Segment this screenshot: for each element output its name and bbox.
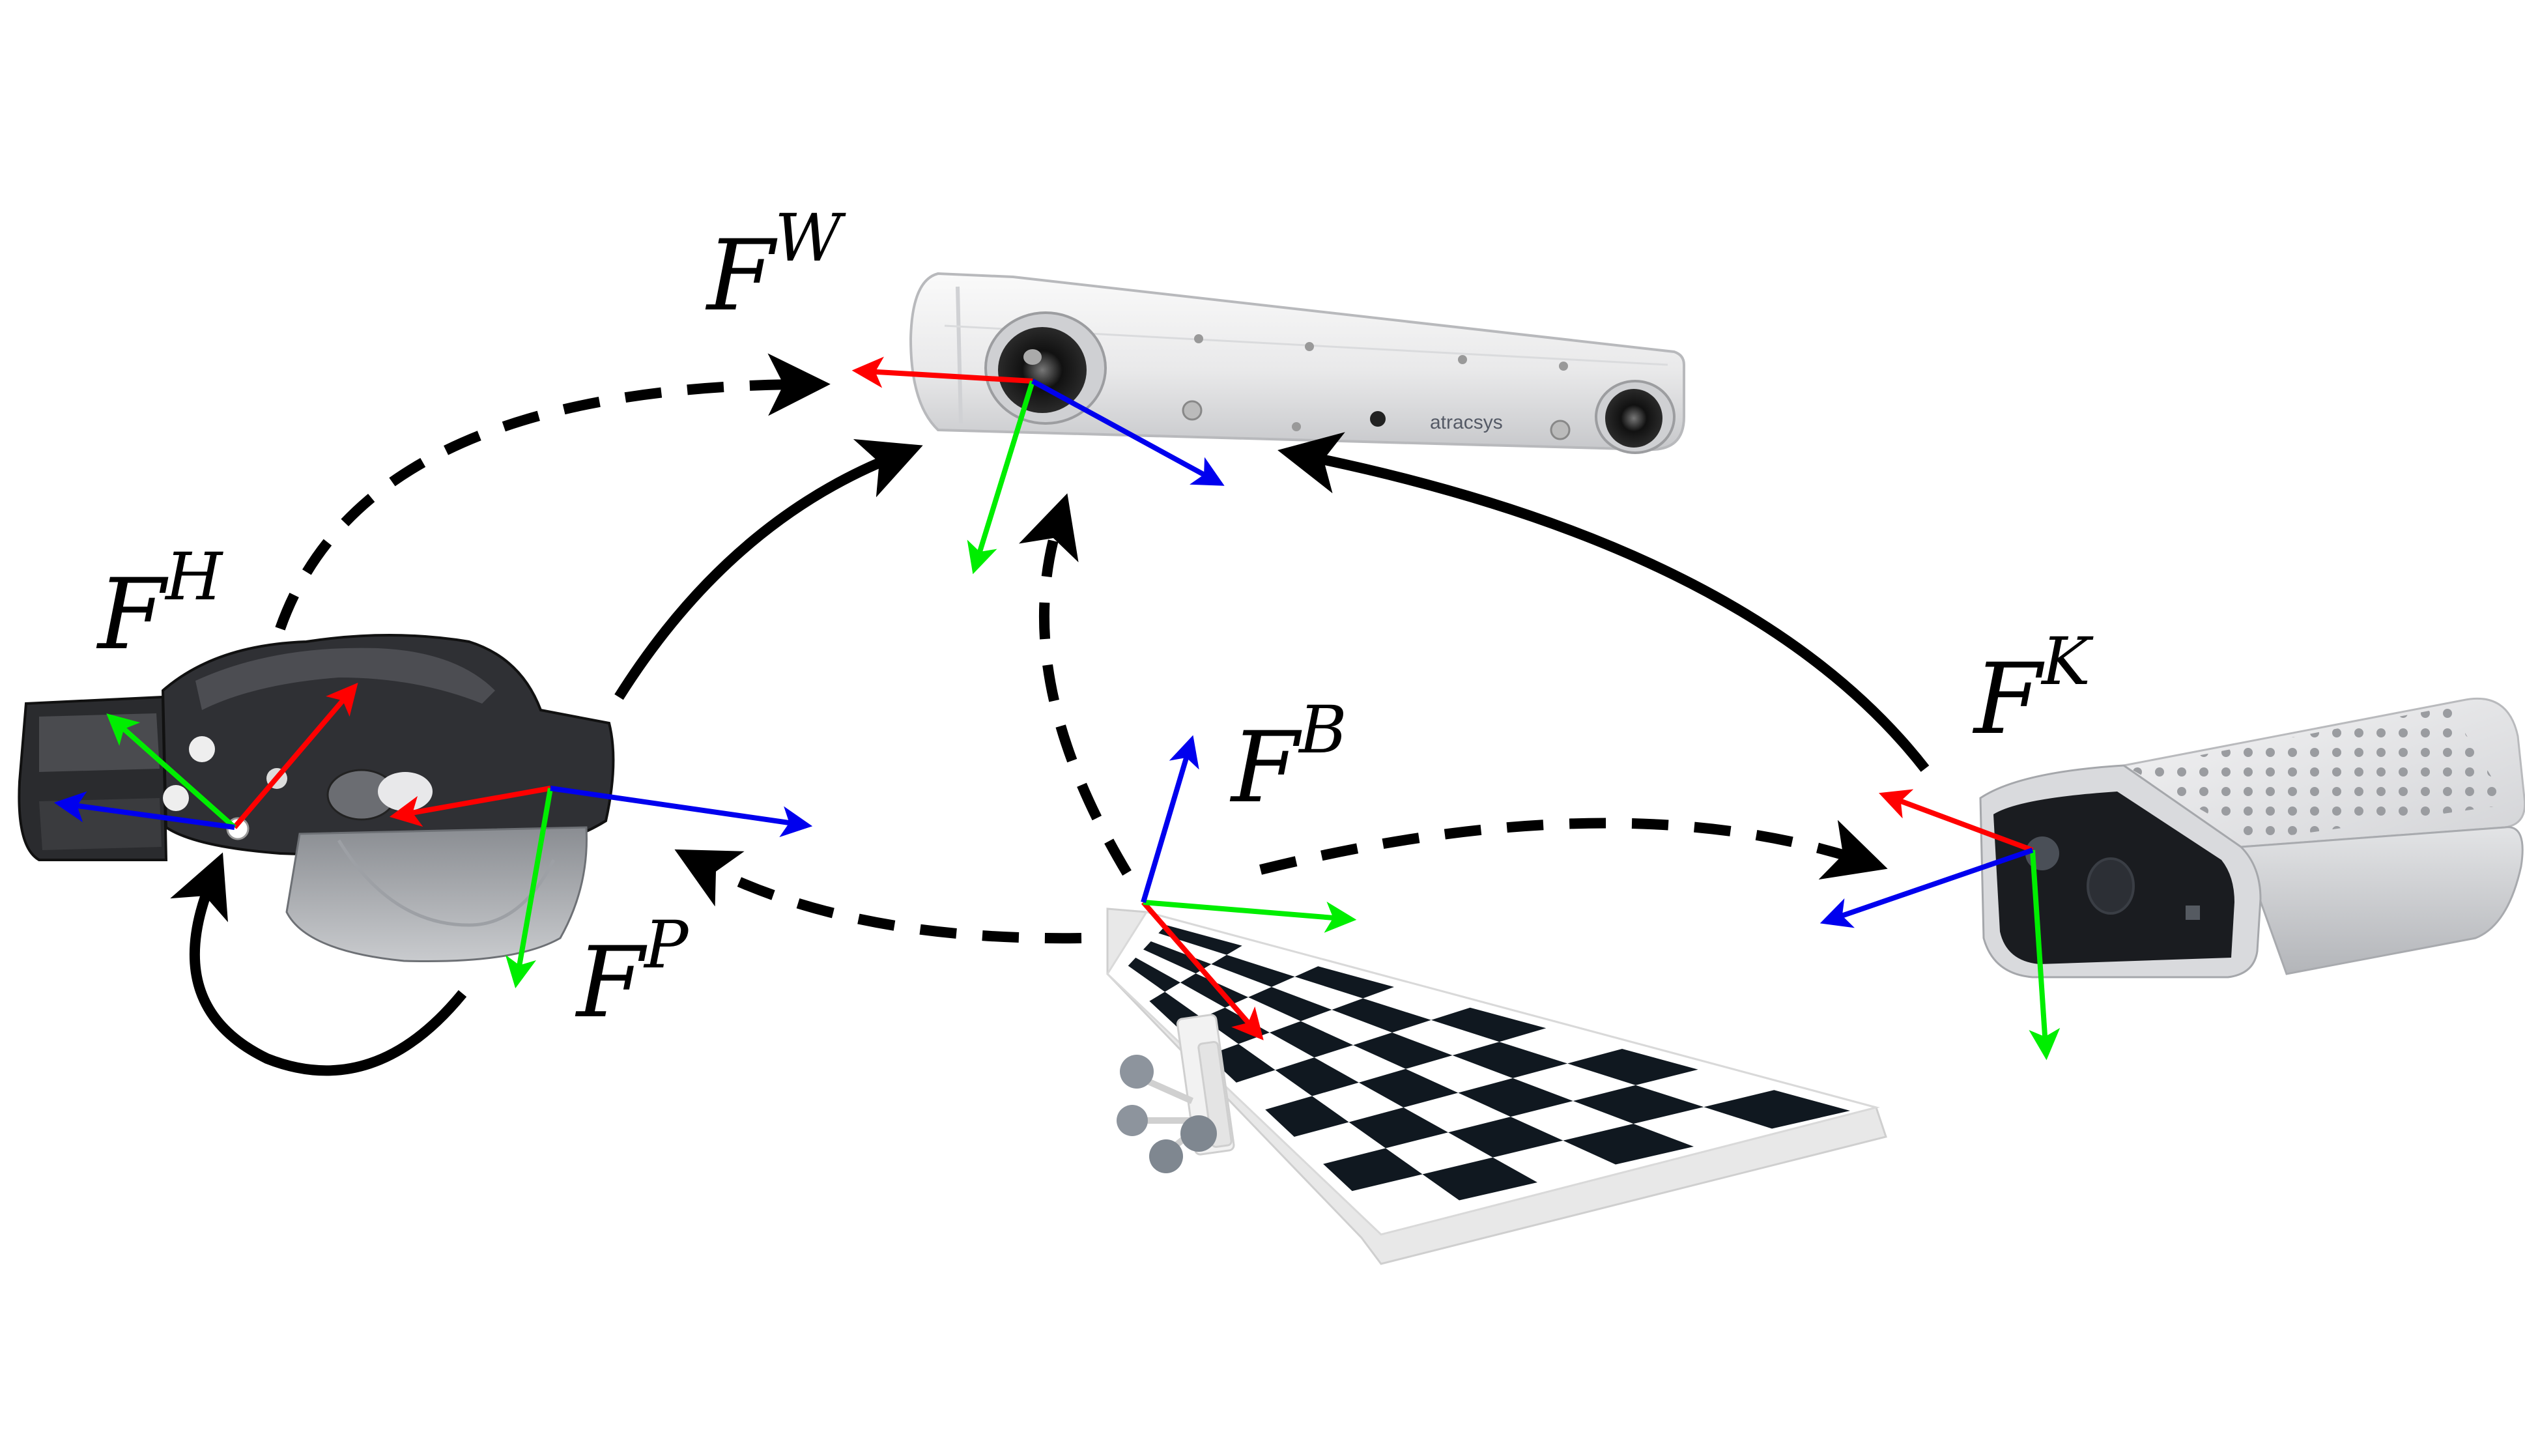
arrow-board-to-kinect-dashed [1259,818,1888,880]
axis-z-world [1031,378,1225,486]
checker-square [1180,973,1249,1008]
kinect-rgb-lens [2087,857,2135,915]
checker-square [1458,1078,1573,1117]
checker-square [1332,998,1431,1033]
label-frame-world: FW [705,200,846,333]
board-mount [1117,1014,1235,1173]
checker-square [1348,1107,1448,1149]
axis-y-hololens [106,713,236,829]
hololens-headset [18,634,615,963]
checker-square [1452,1042,1568,1078]
checker-square [1567,1049,1698,1085]
axis-z-kinect [1819,848,2034,928]
checker-square [1563,1124,1694,1165]
checker-square [1158,925,1242,955]
axis-x-world [851,356,1033,388]
axis-y-kinect [2029,849,2061,1061]
checker-square [1358,1068,1459,1107]
checker-square [1269,1021,1354,1058]
axis-z-pv [550,786,813,838]
marker-sphere [1149,1139,1183,1173]
transform-arrows [170,353,1930,1076]
arrow-hololens-to-world-dashed [275,353,831,631]
axis-x-hololens [232,682,358,829]
label-frame-hololens: FH [96,539,223,672]
tracker-lens-right [1595,380,1676,454]
hololens-visor [285,826,588,963]
axis-x-pv [389,786,551,827]
axes-world [851,356,1225,575]
checker-square [1248,987,1332,1021]
checker-square [1294,966,1394,999]
axis-z-board [1141,735,1199,904]
tracker-brand: atracsys [1430,412,1503,433]
axis-y-pv [505,788,553,989]
checker-square [1704,1090,1850,1129]
label-frame-pv-camera: FP [575,907,689,1040]
tracker-sensor-dot [1370,411,1386,427]
arrow-board-to-pv-dashed [674,849,1082,944]
axes-pv-camera [389,786,813,989]
label-frame-kinect: FK [1972,623,2094,756]
checker-square [1448,1117,1563,1158]
marker-sphere [1117,1105,1148,1136]
checker-square [1573,1085,1704,1124]
optical-tracker: atracsys [909,272,1685,454]
axis-y-board [1143,900,1357,933]
checker-square [1353,1033,1453,1069]
axes-board [1141,735,1357,1040]
checker-square [1275,1057,1359,1096]
checker-square [1128,958,1180,992]
checker-square [1143,941,1212,974]
arrow-pv-to-hololens-loop [170,852,467,1076]
marker-sphere [1120,1055,1154,1089]
axis-y-world [967,380,1035,575]
axis-z-hololens [53,791,235,830]
checker-square [1207,1044,1276,1083]
axis-x-kinect [1879,789,2034,853]
axes-hololens [53,682,358,830]
tracker-lens-left [984,311,1107,425]
kinect-camera [1979,697,2525,978]
label-frame-board: FB [1229,692,1347,825]
marker-sphere [1180,1115,1217,1152]
checker-square [1422,1157,1537,1201]
axes-kinect [1819,789,2061,1061]
checker-square [1265,1096,1349,1137]
arrow-board-to-world-dashed [1018,493,1132,876]
checker-square [1211,954,1295,987]
checker-square [1323,1148,1423,1192]
arrow-kinect-to-world-solid [1277,432,1930,772]
checker-pattern [1128,925,1850,1201]
checkerboard [1106,907,1887,1265]
arrow-hololens-to-world-solid [614,439,923,700]
axis-x-board [1141,900,1264,1040]
checker-square [1431,1007,1547,1042]
